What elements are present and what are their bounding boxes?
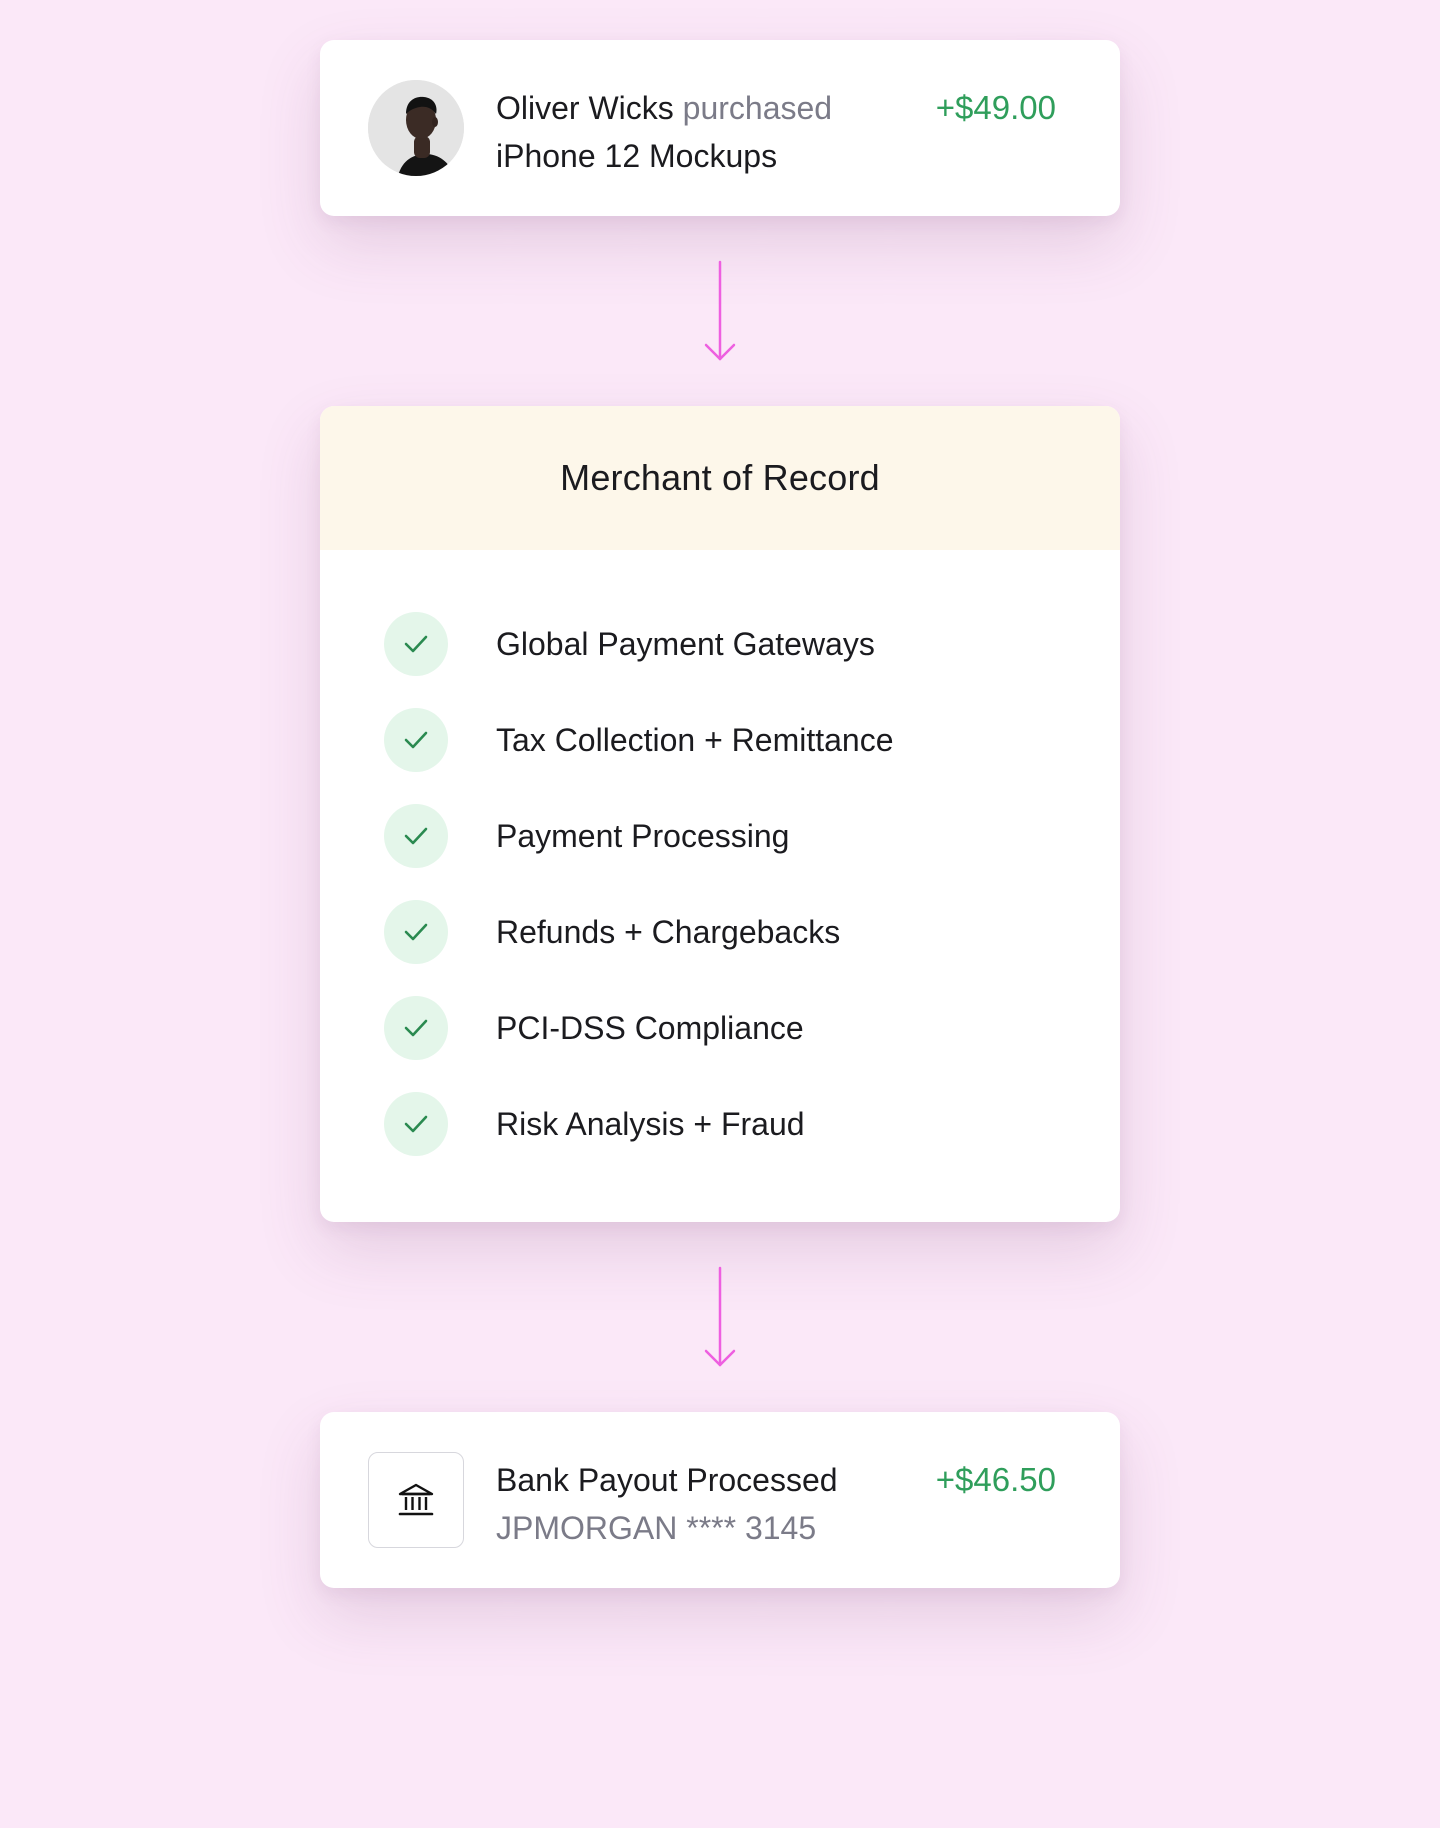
feature-list: Global Payment Gateways Tax Collection +… <box>320 550 1120 1188</box>
feature-label: Refunds + Chargebacks <box>496 914 841 950</box>
feature-item: Risk Analysis + Fraud <box>320 1092 1120 1188</box>
merchant-of-record-card: Merchant of Record Global Payment Gatewa… <box>320 406 1120 1222</box>
arrow-down-icon <box>704 260 736 361</box>
payout-description: Bank Payout Processed JPMORGAN **** 3145 <box>496 1456 838 1552</box>
checkmark-icon <box>384 708 448 772</box>
product-name: iPhone 12 Mockups <box>496 138 778 174</box>
checkmark-icon <box>384 804 448 868</box>
feature-label: Tax Collection + Remittance <box>496 722 894 758</box>
feature-item: Global Payment Gateways <box>320 612 1120 708</box>
payout-account: JPMORGAN **** 3145 <box>496 1510 817 1546</box>
feature-label: Risk Analysis + Fraud <box>496 1106 805 1142</box>
bank-icon <box>368 1452 464 1548</box>
checkmark-icon <box>384 900 448 964</box>
purchase-description: Oliver Wicks purchased iPhone 12 Mockups <box>496 84 832 180</box>
buyer-name: Oliver Wicks <box>496 90 674 126</box>
purchase-card: Oliver Wicks purchased iPhone 12 Mockups… <box>320 40 1120 216</box>
checkmark-icon <box>384 1092 448 1156</box>
feature-item: Payment Processing <box>320 804 1120 900</box>
feature-label: PCI-DSS Compliance <box>496 1010 804 1046</box>
payout-amount: +$46.50 <box>935 1461 1056 1498</box>
feature-item: Tax Collection + Remittance <box>320 708 1120 804</box>
bank-payout-card: Bank Payout Processed JPMORGAN **** 3145… <box>320 1412 1120 1588</box>
arrow-down-icon <box>704 1266 736 1367</box>
feature-label: Payment Processing <box>496 818 790 854</box>
checkmark-icon <box>384 612 448 676</box>
merchant-title: Merchant of Record <box>560 457 880 498</box>
purchase-amount: +$49.00 <box>935 89 1056 126</box>
payout-title: Bank Payout Processed <box>496 1462 838 1498</box>
customer-avatar <box>368 80 464 176</box>
purchase-action: purchased <box>682 90 833 126</box>
feature-item: PCI-DSS Compliance <box>320 996 1120 1092</box>
feature-item: Refunds + Chargebacks <box>320 900 1120 996</box>
feature-label: Global Payment Gateways <box>496 626 875 662</box>
person-avatar-icon <box>368 80 464 176</box>
merchant-header: Merchant of Record <box>320 406 1120 550</box>
checkmark-icon <box>384 996 448 1060</box>
